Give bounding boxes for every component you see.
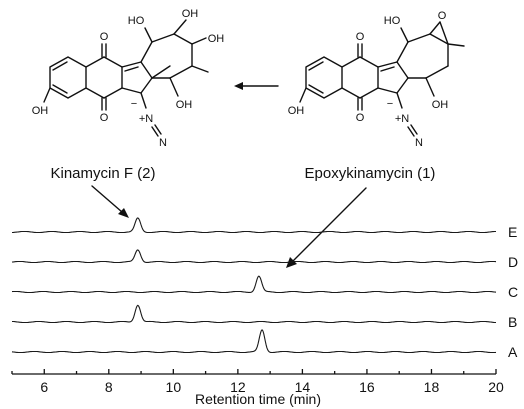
trace-A: [11, 329, 497, 354]
oh-label-3: OH: [432, 99, 449, 111]
oh-label-2: OH: [208, 33, 225, 45]
diazo-n-plus: +N: [139, 113, 153, 125]
trace-label-E: E: [508, 224, 517, 240]
trace-label-B: B: [508, 314, 517, 330]
carbanion-sign: −: [387, 98, 393, 110]
x-tick-label: 8: [105, 379, 113, 395]
kinamycin-f-structure: O O HO OH OH OH OH − +N N: [32, 8, 225, 149]
x-tick-label: 6: [40, 379, 48, 395]
ho-label-1: HO: [384, 15, 401, 27]
compound-name-kinamycin-f: Kinamycin F (2): [50, 165, 155, 182]
x-tick-label: 12: [230, 379, 246, 395]
x-tick-label: 16: [359, 379, 375, 395]
conversion-arrow: [234, 82, 279, 90]
carbonyl-o-top: O: [100, 31, 109, 43]
x-ticks: 6 8 10 12 14 16 18 20: [11, 369, 504, 395]
carbanion-sign: −: [131, 98, 137, 110]
oh-label-3: OH: [176, 99, 193, 111]
epoxykinamycin-structure: O O HO O OH OH − +N N: [288, 10, 465, 149]
carbonyl-o-top: O: [356, 31, 365, 43]
trace-label-D: D: [508, 254, 518, 270]
trace-B: [12, 304, 496, 324]
oh-label-4: OH: [32, 105, 49, 117]
x-tick-label: 20: [488, 379, 504, 395]
x-axis: 6 8 10 12 14 16 18 20: [11, 369, 504, 395]
trace-label-C: C: [508, 284, 518, 300]
diazo-n: N: [415, 137, 423, 149]
chromatogram-traces: [11, 217, 497, 354]
diazo-n: N: [159, 137, 167, 149]
ho-label-1: HO: [128, 15, 145, 27]
epoxide-o: O: [438, 10, 447, 22]
x-tick-label: 10: [166, 379, 182, 395]
compound-name-epoxykinamycin: Epoxykinamycin (1): [305, 165, 436, 182]
carbonyl-o-bottom: O: [100, 112, 109, 124]
trace-E: [12, 217, 496, 234]
carbonyl-o-bottom: O: [356, 112, 365, 124]
diazo-n-plus: +N: [395, 113, 409, 125]
trace-label-A: A: [508, 344, 518, 360]
pointer-arrow-epoxykinamycin: [286, 187, 367, 268]
x-tick-label: 14: [295, 379, 311, 395]
x-axis-title: Retention time (min): [195, 391, 321, 407]
trace-C: [11, 275, 497, 294]
oh-label-4: OH: [288, 105, 305, 117]
pointer-arrow-kinamycin-f: [91, 185, 129, 218]
trace-D: [11, 249, 497, 264]
x-tick-label: 18: [424, 379, 440, 395]
oh-label-1: OH: [182, 8, 199, 20]
